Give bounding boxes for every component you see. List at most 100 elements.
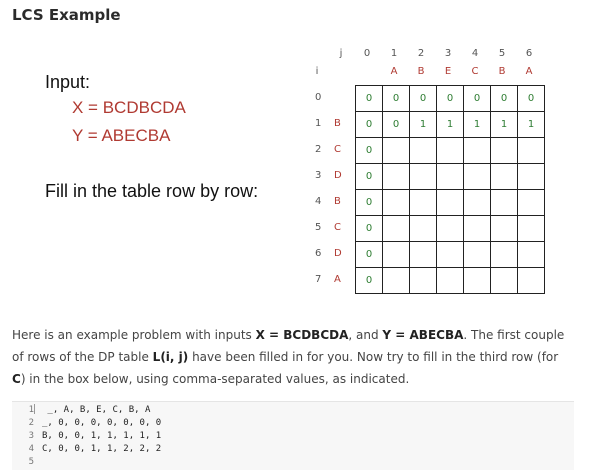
editor-code-line[interactable]: _, A, B, E, C, B, A [42, 405, 151, 415]
column-index-4: 4 [471, 48, 479, 59]
column-index-2: 2 [417, 48, 425, 59]
row-index-2: 2 [315, 144, 322, 155]
column-index-5: 5 [498, 48, 506, 59]
editor-line-number: 5 [28, 457, 34, 467]
code-editor[interactable]: 1 _, A, B, E, C, B, A 2 _, 0, 0, 0, 0, 0, … [12, 401, 574, 470]
table-cell [409, 137, 437, 164]
table-cell [490, 241, 518, 268]
table-cell [517, 189, 545, 216]
table-cell [436, 267, 464, 294]
row-index-7: 7 [315, 274, 322, 285]
table-cell [463, 267, 491, 294]
table-cell [463, 137, 491, 164]
table-cell [409, 241, 437, 268]
description-text: Here is an example problem with inputs [12, 328, 256, 342]
table-cell [517, 241, 545, 268]
table-cell: 1 [517, 111, 545, 138]
table-cell: 0 [490, 85, 518, 112]
x-expression: X = BCDBCDA [72, 98, 186, 117]
table-cell: 0 [355, 241, 383, 268]
y-expression: Y = ABECBA [72, 126, 171, 145]
i-axis-label: i [315, 66, 319, 77]
table-cell: 1 [490, 111, 518, 138]
j-axis-label: j [339, 48, 343, 59]
page-title: LCS Example [12, 6, 121, 24]
row-letter-bold: C [12, 372, 21, 386]
row-index-0: 0 [315, 92, 322, 103]
editor-line-number: 2 [28, 418, 34, 428]
table-cell [382, 241, 410, 268]
table-cell: 0 [517, 85, 545, 112]
table-cell [382, 163, 410, 190]
column-letter-3: E [444, 66, 452, 77]
table-cell [490, 189, 518, 216]
row-index-3: 3 [315, 170, 322, 181]
description-text: have been filled in for you. Now try to … [188, 350, 559, 364]
description-paragraph: Here is an example problem with inputs X… [12, 324, 572, 390]
table-cell: 1 [463, 111, 491, 138]
table-cell: 0 [355, 111, 383, 138]
description-text: . The first couple of rows of the DP tab… [12, 328, 565, 364]
table-cell: 0 [355, 189, 383, 216]
table-cell [382, 215, 410, 242]
column-letter-1: A [390, 66, 398, 77]
editor-code-line[interactable]: _, 0, 0, 0, 0, 0, 0, 0 [42, 418, 162, 428]
table-cell [409, 267, 437, 294]
table-cell [490, 163, 518, 190]
table-cell [517, 215, 545, 242]
row-letter-6: D [334, 248, 342, 259]
table-cell [409, 215, 437, 242]
row-letter-2: C [334, 144, 341, 155]
column-index-0: 0 [363, 48, 371, 59]
table-cell [490, 215, 518, 242]
table-cell [463, 163, 491, 190]
input-label: Input: [45, 72, 91, 92]
editor-line-number: 1 [28, 405, 34, 415]
editor-line-number: 3 [28, 431, 34, 441]
table-cell [490, 267, 518, 294]
row-letter-7: A [334, 274, 341, 285]
table-cell: 0 [382, 111, 410, 138]
table-cell [382, 267, 410, 294]
table-cell: 0 [355, 85, 383, 112]
table-cell [436, 137, 464, 164]
column-letter-6: A [525, 66, 533, 77]
table-cell: 0 [355, 215, 383, 242]
row-index-1: 1 [315, 118, 322, 129]
editor-code-line[interactable]: B, 0, 0, 1, 1, 1, 1, 1 [42, 431, 162, 441]
column-letter-5: B [498, 66, 506, 77]
table-cell [409, 163, 437, 190]
table-cell [463, 215, 491, 242]
table-cell: 1 [409, 111, 437, 138]
x-input-bold: X = BCDBCDA [255, 328, 349, 342]
y-input-bold: Y = ABECBA [382, 328, 464, 342]
table-cell [517, 137, 545, 164]
table-cell [517, 267, 545, 294]
table-cell: 0 [463, 85, 491, 112]
table-cell [517, 163, 545, 190]
table-cell: 0 [355, 137, 383, 164]
table-name-bold: L(i, j) [152, 350, 189, 364]
table-cell [409, 189, 437, 216]
editor-code-line[interactable]: C, 0, 0, 1, 1, 2, 2, 2 [42, 444, 162, 454]
row-index-6: 6 [315, 248, 322, 259]
column-index-6: 6 [525, 48, 533, 59]
row-letter-3: D [334, 170, 342, 181]
fill-instruction: Fill in the table row by row: [45, 181, 259, 201]
table-cell [463, 241, 491, 268]
table-cell [436, 241, 464, 268]
column-index-3: 3 [444, 48, 452, 59]
table-cell [382, 137, 410, 164]
row-index-4: 4 [315, 196, 322, 207]
table-cell: 0 [355, 267, 383, 294]
editor-cursor [34, 404, 35, 414]
editor-line-number: 4 [28, 444, 34, 454]
row-index-5: 5 [315, 222, 322, 233]
table-cell: 1 [436, 111, 464, 138]
row-letter-1: B [334, 118, 341, 129]
table-cell: 0 [382, 85, 410, 112]
row-letter-4: B [334, 196, 341, 207]
table-cell: 0 [355, 163, 383, 190]
table-cell [382, 189, 410, 216]
